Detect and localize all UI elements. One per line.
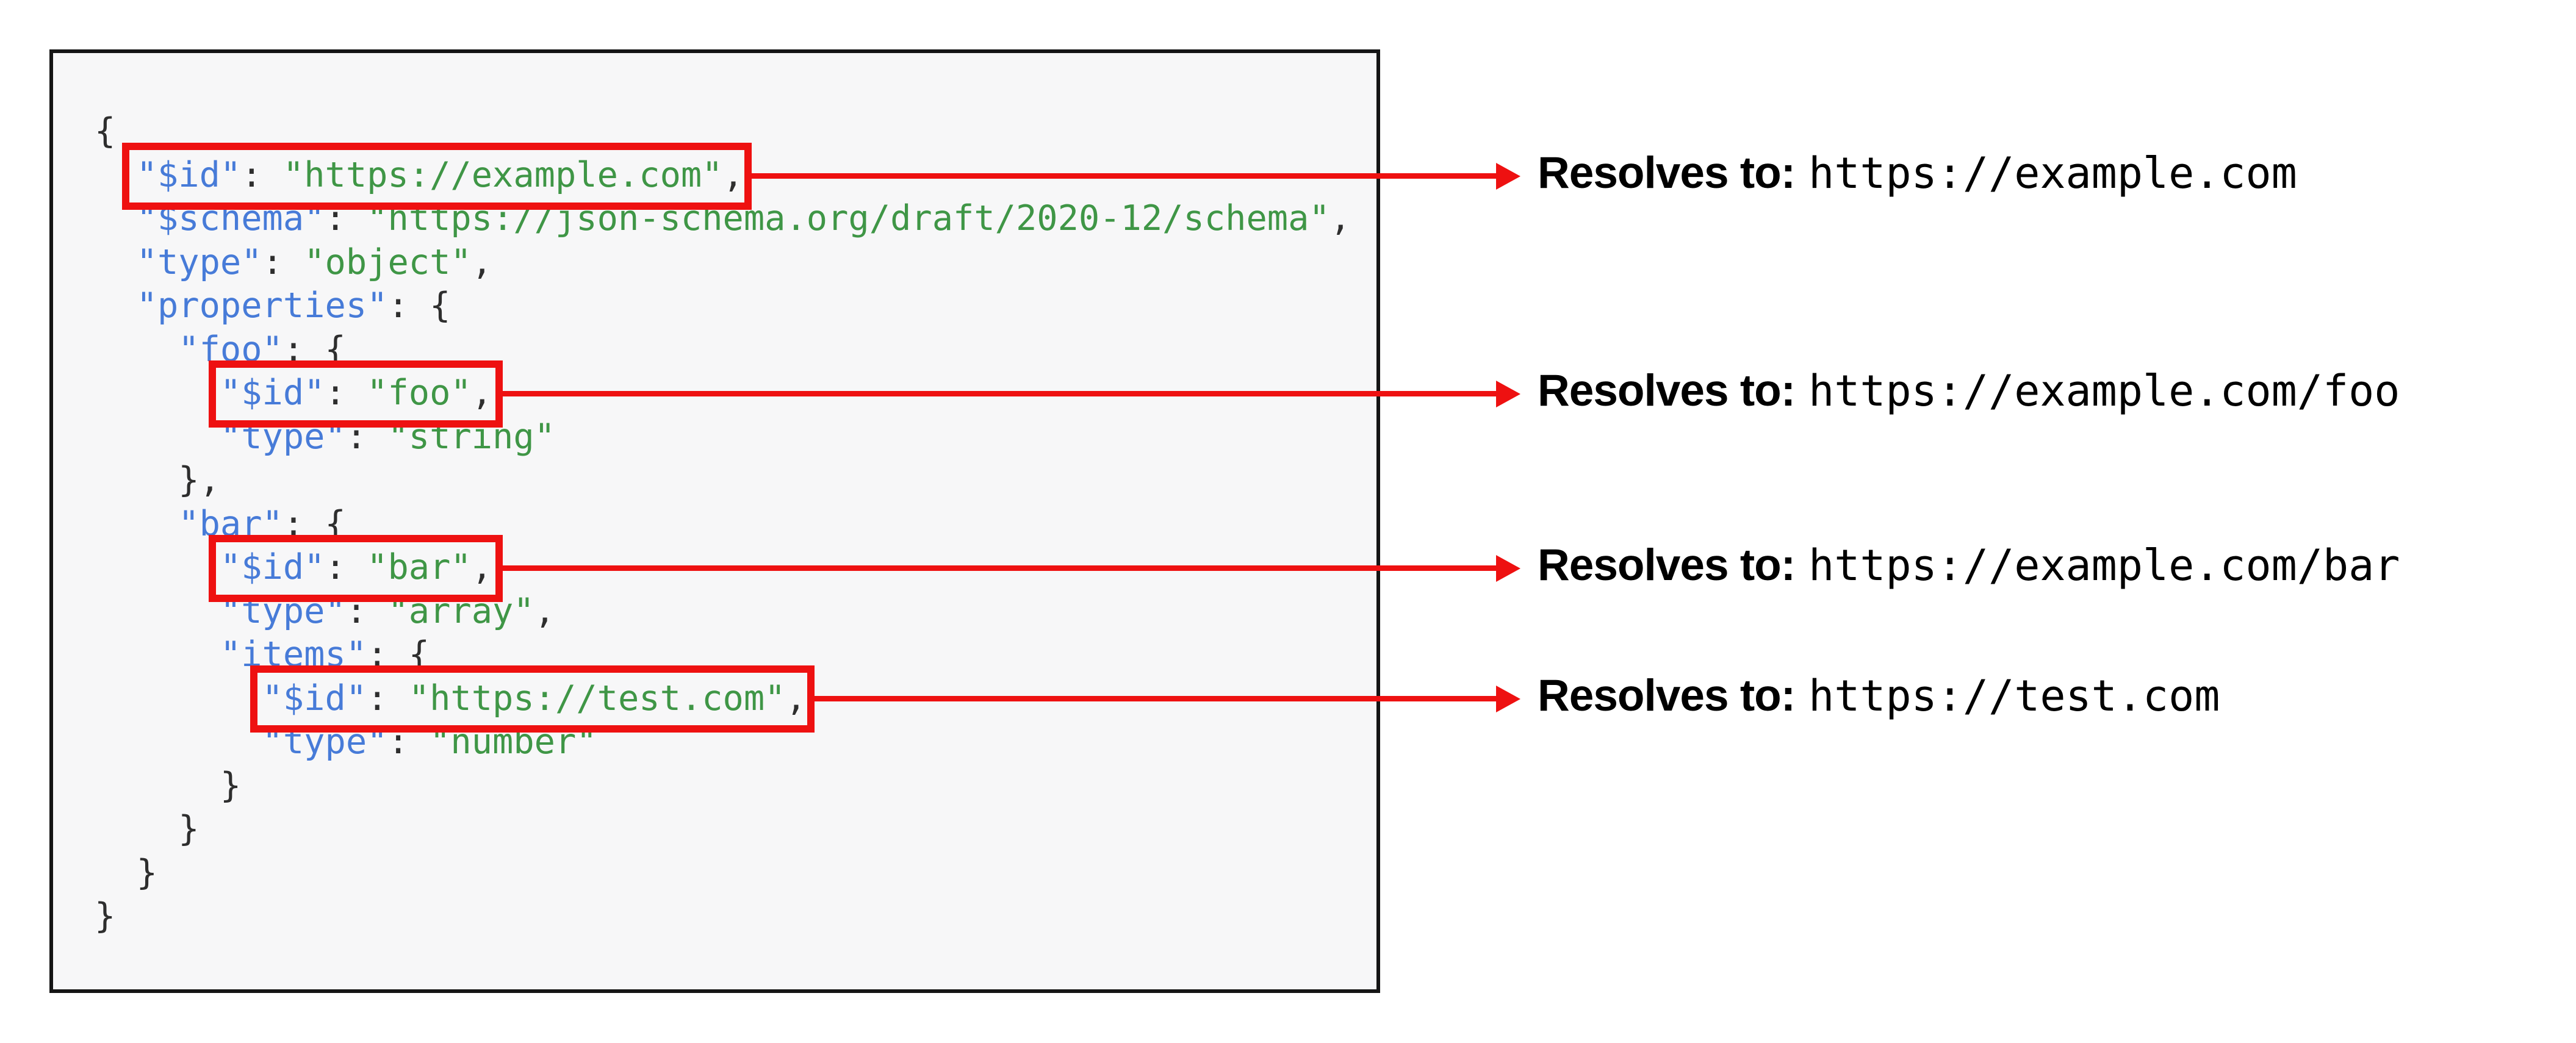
code-line: } bbox=[95, 852, 157, 893]
highlight-box-root-id bbox=[122, 143, 752, 210]
annotation-resolved-uri: https://example.com bbox=[1808, 148, 2297, 198]
code-line: "type": "object", bbox=[136, 242, 493, 282]
annotation-resolved-uri: https://test.com bbox=[1808, 671, 2220, 721]
arrow-foo-id-icon bbox=[503, 391, 1497, 396]
arrow-test-id-icon bbox=[815, 696, 1497, 701]
annotation-resolved-uri: https://example.com/bar bbox=[1808, 540, 2400, 590]
annotation-label: Resolves to: bbox=[1538, 671, 1796, 720]
annotation-label: Resolves to: bbox=[1538, 148, 1796, 198]
highlight-box-foo-id bbox=[209, 360, 503, 428]
highlight-box-test-id bbox=[250, 665, 815, 733]
code-line: } bbox=[95, 896, 116, 936]
highlight-box-bar-id bbox=[209, 535, 503, 602]
annotation-bar-id: Resolves to: https://example.com/bar bbox=[1538, 540, 2400, 596]
annotation-label: Resolves to: bbox=[1538, 366, 1796, 415]
annotation-label: Resolves to: bbox=[1538, 540, 1796, 590]
code-line: "$id": "bar", bbox=[220, 547, 493, 587]
annotation-foo-id: Resolves to: https://example.com/foo bbox=[1538, 365, 2400, 421]
annotation-root-id: Resolves to: https://example.com bbox=[1538, 148, 2297, 204]
code-line: "$id": "https://example.com", bbox=[136, 154, 744, 195]
json-code: { "$id": "https://example.com", "$schema… bbox=[95, 110, 1351, 939]
annotation-resolved-uri: https://example.com/foo bbox=[1808, 366, 2400, 416]
code-line: "properties": { bbox=[136, 285, 451, 326]
code-line: }, bbox=[95, 460, 220, 500]
code-line: } bbox=[95, 809, 200, 849]
arrow-root-id-icon bbox=[752, 173, 1497, 179]
code-line: { bbox=[95, 111, 116, 151]
code-line: } bbox=[95, 765, 242, 806]
code-line: "$id": "https://test.com", bbox=[262, 678, 807, 719]
annotation-test-id: Resolves to: https://test.com bbox=[1538, 670, 2220, 726]
code-line: "$id": "foo", bbox=[220, 373, 493, 413]
arrow-bar-id-icon bbox=[503, 565, 1497, 571]
